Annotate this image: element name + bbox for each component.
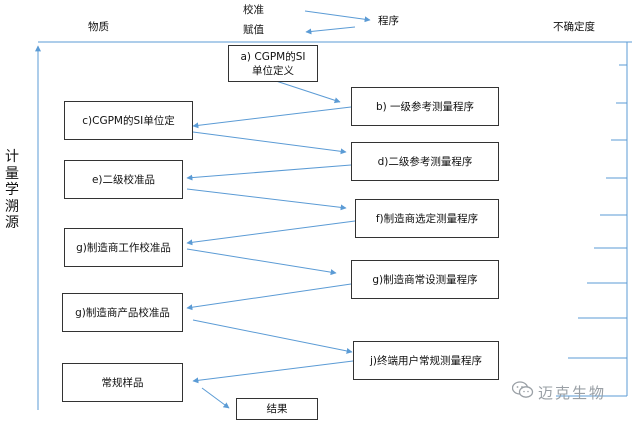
watermark: 迈克生物 xyxy=(511,380,607,404)
uncertainty-label: 不确定度 xyxy=(553,21,595,33)
procedure-label: 程序 xyxy=(378,15,399,27)
flow-arrow xyxy=(275,80,341,104)
box-c-si-unit: c)CGPM的SI单位定 xyxy=(64,101,193,140)
flow-arrow xyxy=(192,319,353,354)
flow-arrow xyxy=(186,188,347,211)
wechat-icon xyxy=(511,381,534,403)
flow-arrow xyxy=(192,131,347,155)
flow-arrow xyxy=(186,283,352,311)
box-g-manufacturer-working-calibrator: g)制造商工作校准品 xyxy=(64,228,183,267)
box-g-manufacturer-product-calibrator: g)制造商产品校准品 xyxy=(62,293,183,332)
flow-arrow xyxy=(186,220,356,246)
vertical-title: 计量学溯源 xyxy=(5,149,19,231)
box-b-primary-reference-procedure: b) 一级参考测量程序 xyxy=(351,87,499,126)
flow-arrow xyxy=(201,387,230,409)
calibrate-arrow xyxy=(304,10,371,23)
material-label: 物质 xyxy=(88,21,109,33)
assign-label: 赋值 xyxy=(243,24,264,36)
box-d-secondary-reference-procedure: d)二级参考测量程序 xyxy=(351,142,499,181)
box-result: 结果 xyxy=(236,398,318,420)
flow-arrow xyxy=(186,164,352,181)
box-g-manufacturer-standing-procedure: g)制造商常设测量程序 xyxy=(351,260,499,299)
flow-arrow xyxy=(192,360,354,384)
assign-arrow xyxy=(305,26,356,35)
box-j-end-user-routine-procedure: j)终端用户常规测量程序 xyxy=(353,341,499,380)
box-f-manufacturer-selected-procedure: f)制造商选定测量程序 xyxy=(355,199,499,238)
box-e-secondary-calibrator: e)二级校准品 xyxy=(64,160,183,199)
calibrate-label: 校准 xyxy=(243,4,264,16)
box-a-si-unit-definition: a) CGPM的SI 单位定义 xyxy=(228,45,318,82)
box-routine-sample: 常规样品 xyxy=(62,363,183,402)
watermark-text: 迈克生物 xyxy=(538,383,607,402)
flow-arrow xyxy=(186,248,337,276)
flow-arrow xyxy=(192,106,352,129)
